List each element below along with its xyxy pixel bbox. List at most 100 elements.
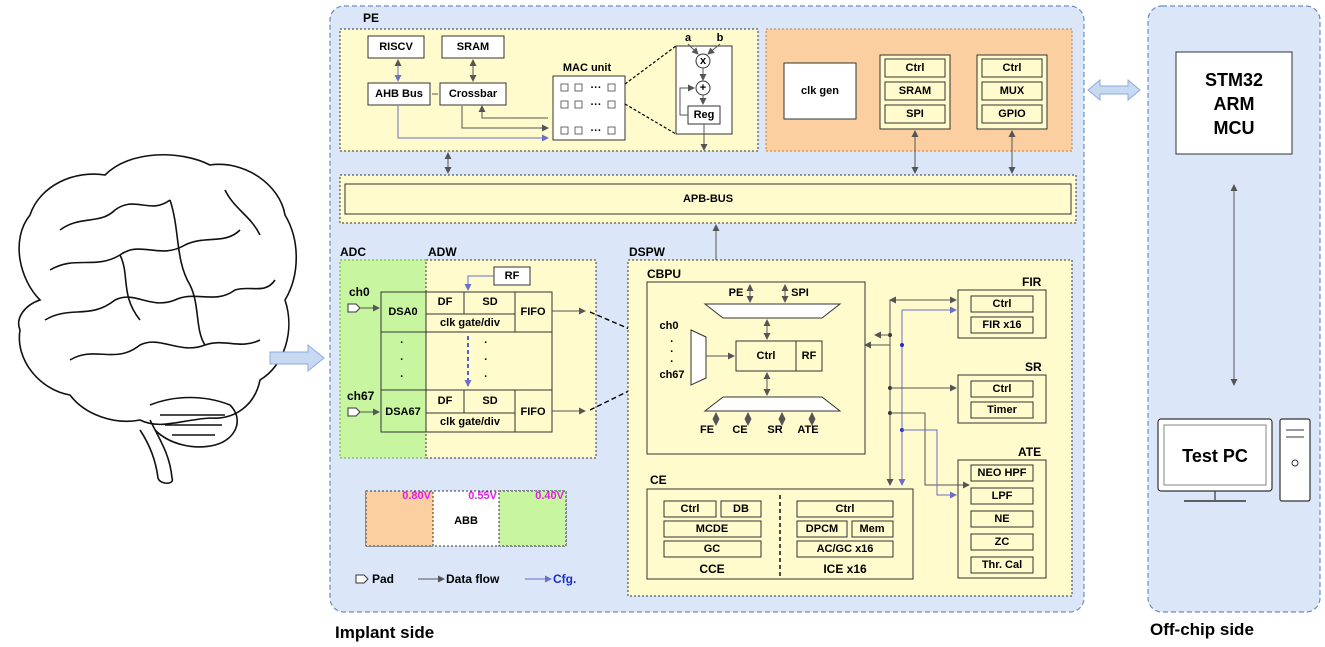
legend-pad-icon: [355, 574, 369, 584]
ahb-bus-label: AHB Bus: [375, 88, 423, 100]
mac-b-wire: [707, 43, 721, 55]
mcde-label: MCDE: [696, 523, 728, 535]
dpcm-label: DPCM: [806, 523, 838, 535]
fir-x16-label: FIR x16: [982, 319, 1021, 331]
adder-symbol: +: [700, 82, 706, 94]
mac-dots-3: ···: [591, 125, 602, 137]
abb-zone-low: [498, 490, 567, 547]
reg-feedback-wire: [679, 84, 695, 116]
gc-label: GC: [704, 543, 721, 555]
adc-ch67-label: ch67: [347, 389, 375, 403]
cbpu-spi-label: SPI: [791, 287, 809, 299]
cbpu-fe-label: FE: [700, 424, 714, 436]
ate-zc-label: ZC: [995, 536, 1010, 548]
crossbar-mac-flow: [461, 106, 549, 132]
cbpu-dot-2: ·: [670, 346, 674, 358]
mem-label: Mem: [859, 523, 884, 535]
peri-g1-sram-label: SRAM: [899, 85, 931, 97]
ate-thr-label: Thr. Cal: [982, 559, 1022, 571]
mac-cell-grid: [560, 83, 616, 135]
cbpu-ch0-label: ch0: [660, 320, 679, 332]
dsa0-label: DSA0: [388, 306, 417, 318]
adw-dot-2: ·: [484, 354, 488, 366]
adw-rf-label: RF: [505, 270, 520, 282]
ce-title: CE: [650, 473, 667, 487]
fifo-label-67: FIFO: [520, 406, 545, 418]
mac-reg-label: Reg: [694, 109, 715, 121]
peri-g2-ctrl-box: [981, 58, 1043, 78]
adc-title: ADC: [340, 245, 366, 259]
cbpu-bottom-bus: [703, 396, 842, 412]
pe-title: PE: [363, 11, 379, 25]
peri-g1-ctrl-box: [884, 58, 946, 78]
peri-g2-mux-box: [981, 81, 1043, 101]
dspw-title: DSPW: [629, 245, 666, 259]
peri-g1-spi-box: [884, 104, 946, 124]
mac-dots-2: ···: [591, 99, 602, 111]
cbpu-ctrl-box: [735, 340, 823, 372]
computer-icon: [1157, 418, 1311, 502]
adc-block: [339, 259, 427, 459]
apb-bus-label: APB-BUS: [683, 193, 733, 205]
mcde-box: [663, 520, 762, 538]
dpcm-box: [796, 520, 848, 538]
adc-dot-1: ·: [400, 337, 404, 349]
acgc-label: AC/GC x16: [817, 543, 874, 555]
mac-dots-1: ···: [591, 82, 602, 94]
cce-db-box: [720, 500, 762, 518]
cbpu-rf-label: RF: [802, 350, 817, 362]
pad-icon-ch67: [347, 407, 361, 417]
ate-title: ATE: [1018, 445, 1041, 459]
cbpu-dot-1: ·: [670, 336, 674, 348]
pe-sram-box: [441, 35, 505, 59]
clk-gen-label: clk gen: [801, 85, 839, 97]
mac-a-wire: [687, 43, 699, 55]
mem-box: [851, 520, 894, 538]
gc-box: [663, 540, 762, 558]
mac-input-a: a: [685, 32, 692, 44]
junction-2: [900, 343, 904, 347]
cbpu-ch67-label: ch67: [659, 369, 684, 381]
adc-dot-2: ·: [400, 354, 404, 366]
channel-array-frame: [380, 291, 553, 433]
crossbar-label: Crossbar: [449, 88, 498, 100]
test-pc-label: Test PC: [1182, 446, 1248, 466]
bidirectional-link-arrow: [1087, 78, 1141, 102]
mac-input-b: b: [717, 32, 724, 44]
abb-voltage-mid: 0.55V: [468, 490, 497, 502]
ate-ne-box: [970, 510, 1034, 528]
clk-gen-box: [783, 62, 857, 120]
pe-sram-label: SRAM: [457, 41, 489, 53]
cce-ctrl-box: [663, 500, 717, 518]
mcu-line-2: ARM: [1214, 94, 1255, 114]
abb-voltage-low: 0.40V: [535, 490, 564, 502]
peri-g1-ctrl-label: Ctrl: [906, 62, 925, 74]
pad-icon-ch0: [347, 303, 361, 313]
adw-title: ADW: [428, 245, 457, 259]
clk-gate-label-0: clk gate/div: [440, 317, 501, 329]
legend-pad-label: Pad: [372, 572, 394, 586]
legend-flow-label: Data flow: [446, 572, 500, 586]
cbpu-top-bus: [703, 303, 842, 319]
adc-dot-3: ·: [400, 371, 404, 383]
ate-zc-box: [970, 533, 1034, 551]
ate-neo-box: [970, 464, 1034, 482]
abb-zone-high: [365, 490, 434, 547]
ice-label: ICE x16: [823, 562, 867, 576]
sr-ctrl-label: Ctrl: [993, 383, 1012, 395]
ate-lpf-box: [970, 487, 1034, 505]
adw-dot-3: ·: [484, 371, 488, 383]
multiplier-symbol: x: [700, 55, 707, 67]
acgc-box: [796, 540, 894, 558]
input-arrow: [269, 343, 325, 373]
ate-ne-label: NE: [994, 513, 1009, 525]
legend: Pad Data flow Cfg.: [355, 572, 576, 586]
cbpu-sr-label: SR: [767, 424, 782, 436]
riscv-box: [367, 35, 425, 59]
ate-cfg-link: [902, 429, 957, 499]
adc-ch0-label: ch0: [349, 285, 370, 299]
ice-ctrl-label: Ctrl: [836, 503, 855, 515]
mcu-box: [1175, 51, 1293, 155]
cbpu-ce-label: CE: [732, 424, 747, 436]
cbpu-ctrl-label: Ctrl: [757, 350, 776, 362]
